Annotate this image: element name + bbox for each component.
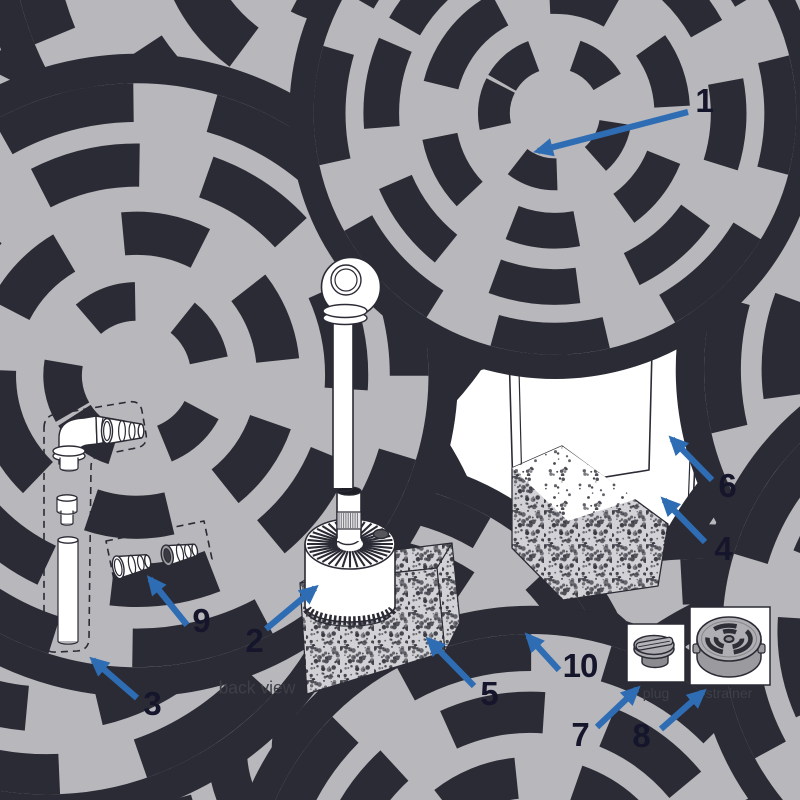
- stub-ribs: [338, 513, 358, 528]
- hose-adapter-b: [160, 543, 199, 567]
- plug-part: [633, 634, 675, 669]
- hose-adapter-a: [111, 553, 152, 580]
- pump-intake-ring: [303, 606, 397, 626]
- callout-2: 2: [245, 622, 263, 659]
- kit-reducer: [56, 494, 78, 526]
- hose-adapters-outline: [105, 520, 213, 581]
- pump-port: [372, 528, 390, 540]
- kit-adapter-top: [100, 417, 145, 445]
- arrow-6: [668, 435, 715, 483]
- plumbing-kit: [43, 400, 148, 653]
- arrow-4: [660, 496, 708, 545]
- strainer-part: [692, 616, 766, 678]
- pump-outlet-stub: [336, 486, 362, 541]
- sponge-bio-chamber: [511, 445, 669, 601]
- callout-arrows: [89, 108, 715, 732]
- arrow-1: [533, 108, 689, 157]
- pump: [303, 486, 397, 627]
- strainer-box: [689, 606, 771, 686]
- outlet-pipe: [332, 319, 354, 492]
- arrow-2: [264, 584, 319, 632]
- arrow-9: [146, 575, 190, 627]
- callout-4: 4: [714, 530, 732, 567]
- back-view-caption: back view: [218, 677, 296, 698]
- callout-9: 9: [192, 602, 210, 639]
- callout-1: 1: [695, 82, 713, 119]
- plug-caption: plug: [642, 685, 670, 701]
- callout-6: 6: [718, 467, 736, 504]
- hose-adapters-box: [105, 520, 213, 581]
- callout-10: 10: [562, 647, 599, 684]
- outlet-elbow: [320, 256, 382, 326]
- callout-8: 8: [632, 717, 650, 754]
- plug-frame: [626, 623, 686, 683]
- arrow-8: [658, 688, 707, 732]
- callout-5: 5: [480, 675, 498, 712]
- callout-3: 3: [143, 685, 161, 722]
- plug-box: [626, 623, 686, 683]
- callout-7: 7: [571, 716, 589, 753]
- arrow-10: [524, 632, 562, 673]
- arrow-3: [89, 656, 140, 701]
- arrow-7: [594, 685, 641, 730]
- kit-pipe: [57, 536, 79, 645]
- arrow-5: [425, 636, 477, 689]
- strainer-caption: strainer: [705, 685, 753, 701]
